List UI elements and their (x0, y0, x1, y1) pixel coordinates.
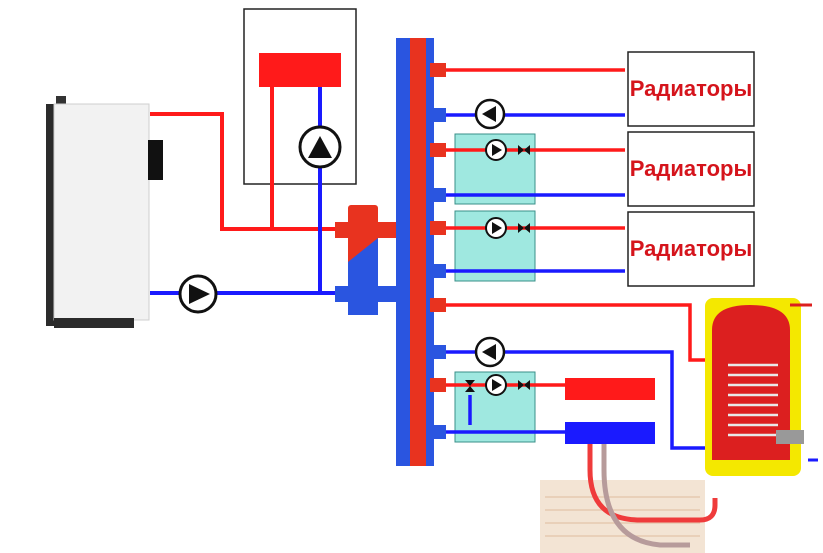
tank-coil (728, 363, 778, 437)
pump-icon (485, 217, 507, 239)
floor-distributor (565, 378, 655, 444)
floor-heating-supply-loop (587, 438, 718, 523)
pump-icon (298, 125, 342, 169)
radiator-2: Радиаторы (627, 131, 755, 207)
tank-supply-pipe (446, 303, 712, 362)
tank-return-pipe (446, 350, 712, 450)
floor-heating (540, 438, 718, 553)
floor-distributor-supply (565, 378, 655, 400)
manifold-return-1 (430, 108, 446, 122)
radiator-1: Радиаторы (627, 51, 755, 127)
boiler-chimney-top (56, 96, 66, 104)
radiator-3-label: Радиаторы (630, 236, 753, 261)
manifold-return-3 (430, 264, 446, 278)
pump-icon (178, 274, 218, 314)
valve-icon (518, 223, 530, 233)
hydraulic-separator (335, 205, 397, 315)
manifold-outlet-4 (430, 298, 446, 312)
tank-inner (712, 305, 790, 460)
manifold-cold-bar-right (426, 38, 434, 466)
pump-icon (485, 139, 507, 161)
wall-unit-heater (259, 53, 341, 87)
floor-distributor-return (565, 422, 655, 444)
radiator-2-label: Радиаторы (630, 156, 753, 181)
boiler-body (53, 103, 150, 321)
tank-heating-element (776, 430, 804, 444)
valve-icon (518, 380, 530, 390)
manifold-outlet-1 (430, 63, 446, 77)
manifold-return-5 (430, 425, 446, 439)
manifold (396, 38, 446, 466)
water-heater-tank-icon (705, 298, 818, 476)
radiator-3: Радиаторы (627, 211, 755, 287)
wall-unit-outline (243, 8, 357, 185)
separator-top-connector (335, 222, 397, 238)
radiator-2-box (627, 131, 755, 207)
separator-bottom-connector (335, 286, 397, 302)
floor-heating-return-loop (601, 438, 690, 548)
manifold-return-4 (430, 345, 446, 359)
boiler-burner (148, 140, 163, 180)
floor-heating-grid (545, 496, 700, 537)
boiler-left-edge (46, 104, 56, 326)
pump-icon (474, 336, 506, 368)
pump-icon (474, 98, 506, 130)
wall-heater-box (243, 8, 357, 185)
valve-icon (465, 380, 475, 392)
radiator-3-box (627, 211, 755, 287)
radiator-1-box (627, 51, 755, 127)
manifold-outlet-2 (430, 143, 446, 157)
boiler-base (54, 318, 134, 328)
manifold-return-2 (430, 188, 446, 202)
manifold-outlet-3 (430, 221, 446, 235)
valve-icon (518, 145, 530, 155)
boiler-supply-pipe (150, 112, 345, 231)
boiler (46, 96, 163, 328)
radiator-pipes (446, 68, 712, 450)
manifold-cold-bar (396, 38, 410, 466)
radiator-1-label: Радиаторы (630, 76, 753, 101)
manifold-outlet-5 (430, 378, 446, 392)
pump-icon (485, 374, 507, 396)
